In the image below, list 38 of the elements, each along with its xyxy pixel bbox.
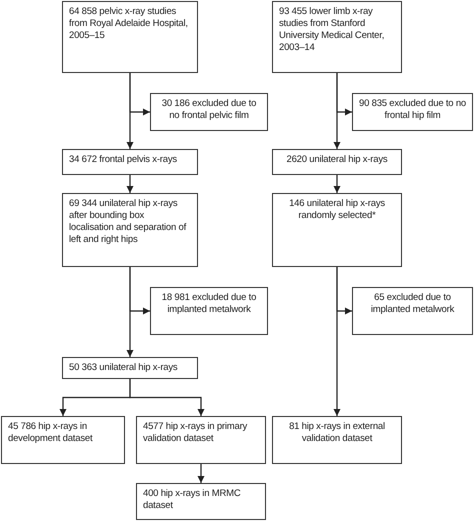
process-box: [150, 287, 268, 335]
box-text: 64 858 pelvic x-ray studies from Royal Adelaide Hospital, 2005–15: [69, 6, 189, 43]
box-text: 65 excluded due to implanted metalwork: [370, 292, 456, 317]
process-box: [62, 357, 198, 379]
box-text: 18 981 excluded due to implanted metalwork: [160, 292, 258, 317]
arrow: [336, 73, 352, 116]
process-box: [272, 416, 402, 464]
arrow: [334, 175, 340, 193]
box-text: 4577 hip x-rays in primary validation dataset: [143, 421, 248, 446]
box-text: 146 unilateral hip x-rays randomly selected*: [288, 198, 386, 223]
process-box: [62, 193, 198, 267]
box-text: 90 835 excluded due to no frontal hip film: [359, 98, 466, 123]
arrow: [129, 379, 204, 416]
arrow: [129, 267, 150, 314]
process-box: [136, 416, 266, 464]
arrow: [198, 464, 204, 483]
box-text: 400 hip x-rays in MRMC dataset: [143, 488, 242, 513]
process-box: [62, 149, 198, 175]
box-text: 2620 unilateral hip x-rays: [286, 154, 388, 167]
process-box: [272, 193, 402, 267]
process-box: [272, 149, 402, 175]
arrow: [336, 267, 352, 314]
process-box: [272, 1, 402, 73]
box-text: 30 186 excluded due to no frontal pelvic film: [160, 98, 258, 123]
process-box: [62, 1, 198, 73]
process-box: [352, 93, 473, 131]
process-box: [150, 93, 268, 131]
box-text: 34 672 frontal pelvis x-rays: [69, 154, 177, 167]
process-box: [1, 416, 125, 464]
box-text: 45 786 hip x-rays in development dataset: [8, 421, 94, 446]
box-text: 81 hip x-rays in external validation dataset: [288, 421, 386, 446]
box-text: 69 344 unilateral hip x-rays after bounding box localisation and separation of left and right hips: [69, 198, 188, 247]
box-text: 93 455 lower limb x-ray studies from Stanford University Medical Center, 2003–14: [279, 6, 386, 55]
arrow: [126, 175, 134, 193]
arrow: [129, 73, 150, 116]
process-box: [352, 287, 473, 335]
box-text: 50 363 unilateral hip x-rays: [69, 362, 178, 374]
process-box: [136, 483, 266, 520]
